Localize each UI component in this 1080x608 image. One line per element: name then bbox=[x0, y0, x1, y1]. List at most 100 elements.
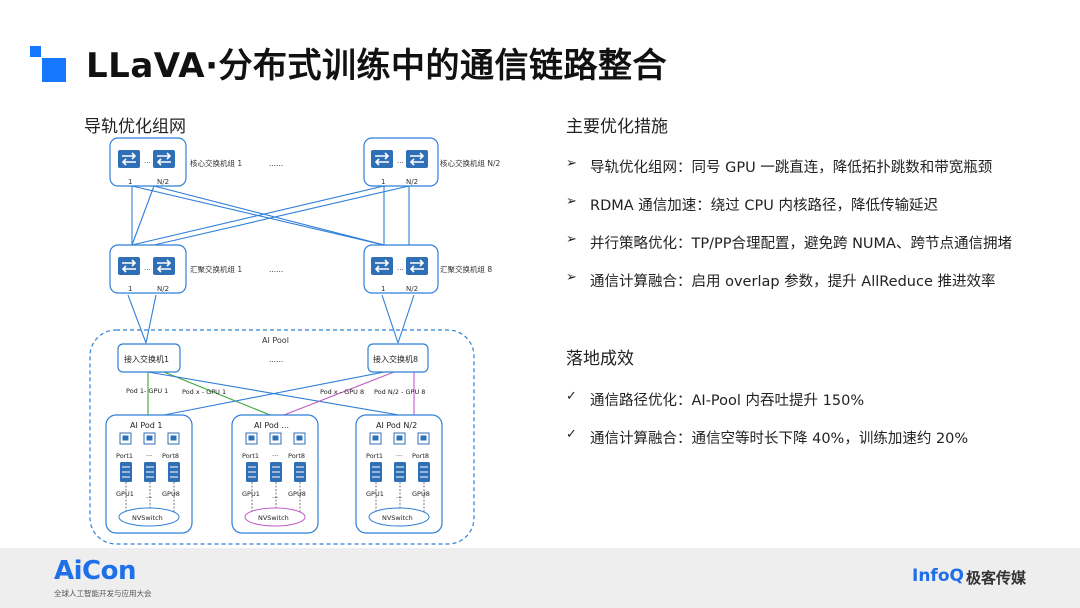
measure-item: ➢RDMA 通信加速：绕过 CPU 内核路径，降低传输延迟 bbox=[566, 194, 1076, 232]
pod-dots: ... bbox=[146, 492, 152, 500]
link-label: Pod 1- GPU 1 bbox=[126, 387, 168, 395]
network-topology-diagram: ... 1 N/2 核心交换机组 1 ...... ... 1 N/2 核心交换… bbox=[84, 130, 501, 550]
pod-dots: ... bbox=[272, 492, 278, 500]
nvswitch-label: NVSwitch bbox=[382, 514, 413, 522]
pod-title: AI Pod 1 bbox=[130, 421, 163, 430]
port-first-label: Port1 bbox=[242, 452, 259, 460]
port-icon bbox=[417, 432, 430, 445]
check-bullet-icon: ✓ bbox=[566, 389, 577, 404]
port-icon bbox=[167, 432, 180, 445]
link-label: Pod N/2 - GPU 8 bbox=[374, 388, 425, 396]
switch-icon bbox=[405, 256, 429, 276]
agg-switch-1-label: 汇聚交换机组 1 bbox=[190, 264, 242, 274]
result-text: 通信计算融合：通信空等时长下降 40%，训练加速约 20% bbox=[590, 431, 969, 447]
gpu-icon bbox=[245, 461, 259, 483]
title-mark-icon bbox=[30, 46, 68, 82]
gpu-last-label: GPU8 bbox=[412, 490, 430, 498]
port-icon bbox=[369, 432, 382, 445]
page-title: LLaVA·分布式训练中的通信链路整合 bbox=[86, 46, 668, 86]
switch-icon bbox=[117, 256, 141, 276]
port-first-label: Port1 bbox=[116, 452, 133, 460]
port-first-label: Port1 bbox=[366, 452, 383, 460]
gpu-last-label: GPU8 bbox=[162, 490, 180, 498]
nvswitch-label: NVSwitch bbox=[258, 514, 289, 522]
link-label: Pod x - GPU 8 bbox=[320, 388, 364, 396]
gpu-last-label: GPU8 bbox=[288, 490, 306, 498]
result-item: ✓ 通信计算融合：通信空等时长下降 40%，训练加速约 20% bbox=[566, 427, 1076, 465]
measure-item: ➢ 通信计算融合：启用 overlap 参数，提升 AllReduce 推进效率 bbox=[566, 270, 1076, 308]
geek-media-logo: 极客传媒 bbox=[966, 569, 1027, 587]
core-agg-links bbox=[131, 185, 410, 246]
port-label-n2: N/2 bbox=[157, 178, 169, 186]
aicon-logo: AiCon bbox=[54, 556, 137, 586]
result-item: ✓ 通信路径优化：AI-Pool 内吞吐提升 150% bbox=[566, 389, 1076, 427]
agg-ellipsis: ...... bbox=[269, 265, 283, 274]
measure-text: 并行策略优化：TP/PP合理配置，避免跨 NUMA、跨节点通信拥堵 bbox=[590, 236, 1012, 252]
pod-title: AI Pod ... bbox=[254, 421, 289, 430]
results-title: 落地成效 bbox=[566, 349, 634, 369]
measures-list: ➢导轨优化组网：同号 GPU 一跳直连，降低拓扑跳数和带宽瓶颈 ➢RDMA 通信… bbox=[566, 156, 1076, 308]
port-last-label: Port8 bbox=[162, 452, 179, 460]
measure-text: 通信计算融合：启用 overlap 参数，提升 AllReduce 推进效率 bbox=[590, 274, 996, 290]
switch-dots: ... bbox=[397, 264, 404, 272]
ai-pod-n2: AI Pod N/2 Port1 ... Port8 GPU1 ... GPU8… bbox=[355, 414, 443, 534]
switch-icon bbox=[152, 256, 176, 276]
results-list: ✓ 通信路径优化：AI-Pool 内吞吐提升 150% ✓ 通信计算融合：通信空等时… bbox=[566, 389, 1076, 465]
port-label-n2: N/2 bbox=[406, 178, 418, 186]
pod-dots: ... bbox=[146, 450, 152, 458]
gpu-icon bbox=[417, 461, 431, 483]
port-label-n2: N/2 bbox=[157, 285, 169, 293]
footer-bar: AiCon 全球人工智能开发与应用大会 InfoQ 极客传媒 bbox=[0, 548, 1080, 608]
access-switch-1 bbox=[117, 343, 181, 373]
gpu-icon bbox=[167, 461, 181, 483]
arrow-bullet-icon: ➢ bbox=[566, 270, 577, 285]
ai-pod-1: AI Pod 1 Port1 ... Port8 GPU1 ... GPU8 N… bbox=[105, 414, 193, 534]
gpu-first-label: GPU1 bbox=[242, 490, 260, 498]
pod-dots: ... bbox=[396, 450, 402, 458]
link-label: Pod x - GPU 1 bbox=[182, 388, 226, 396]
gpu-icon bbox=[293, 461, 307, 483]
access-switch-8 bbox=[367, 343, 429, 373]
pod-dots: ... bbox=[396, 492, 402, 500]
port-icon bbox=[269, 432, 282, 445]
arrow-bullet-icon: ➢ bbox=[566, 232, 577, 247]
gpu-icon bbox=[143, 461, 157, 483]
port-icon bbox=[143, 432, 156, 445]
pod-title: AI Pod N/2 bbox=[376, 421, 417, 430]
measures-title: 主要优化措施 bbox=[566, 117, 668, 137]
aicon-subtitle: 全球人工智能开发与应用大会 bbox=[54, 589, 152, 598]
switch-icon bbox=[370, 256, 394, 276]
port-icon bbox=[119, 432, 132, 445]
ai-pool-label: AI Pool bbox=[262, 336, 289, 345]
access-pod-links bbox=[147, 371, 415, 416]
measure-text: RDMA 通信加速：绕过 CPU 内核路径，降低传输延迟 bbox=[590, 198, 938, 214]
measure-item: ➢ 导轨优化组网：同号 GPU 一跳直连，降低拓扑跳数和带宽瓶颈 bbox=[566, 156, 1076, 194]
port-label-1: 1 bbox=[128, 285, 132, 293]
port-label-1: 1 bbox=[381, 285, 385, 293]
measure-item: ➢ 并行策略优化：TP/PP合理配置，避免跨 NUMA、跨节点通信拥堵 bbox=[566, 232, 1076, 270]
infoq-logo: InfoQ bbox=[912, 566, 964, 586]
access-switch-1-label: 接入交换机1 bbox=[124, 354, 169, 364]
gpu-first-label: GPU1 bbox=[116, 490, 134, 498]
switch-dots: ... bbox=[144, 157, 151, 165]
result-text: 通信路径优化：AI-Pool 内吞吐提升 150% bbox=[590, 393, 865, 409]
check-bullet-icon: ✓ bbox=[566, 427, 577, 442]
nvswitch-label: NVSwitch bbox=[132, 514, 163, 522]
arrow-bullet-icon: ➢ bbox=[566, 156, 577, 171]
port-label-1: 1 bbox=[128, 178, 132, 186]
agg-access-links bbox=[127, 294, 415, 344]
gpu-icon bbox=[269, 461, 283, 483]
gpu-icon bbox=[369, 461, 383, 483]
port-last-label: Port8 bbox=[412, 452, 429, 460]
switch-icon bbox=[405, 149, 429, 169]
switch-icon bbox=[370, 149, 394, 169]
port-label-1: 1 bbox=[381, 178, 385, 186]
pod-dots: ... bbox=[272, 450, 278, 458]
agg-switch-8-label: 汇聚交换机组 8 bbox=[440, 264, 492, 274]
switch-dots: ... bbox=[144, 264, 151, 272]
port-icon bbox=[245, 432, 258, 445]
core-switch-n-label: 核心交换机组 N/2 bbox=[440, 158, 501, 168]
port-icon bbox=[393, 432, 406, 445]
gpu-icon bbox=[393, 461, 407, 483]
measure-text: 导轨优化组网：同号 GPU 一跳直连，降低拓扑跳数和带宽瓶颈 bbox=[590, 160, 993, 176]
